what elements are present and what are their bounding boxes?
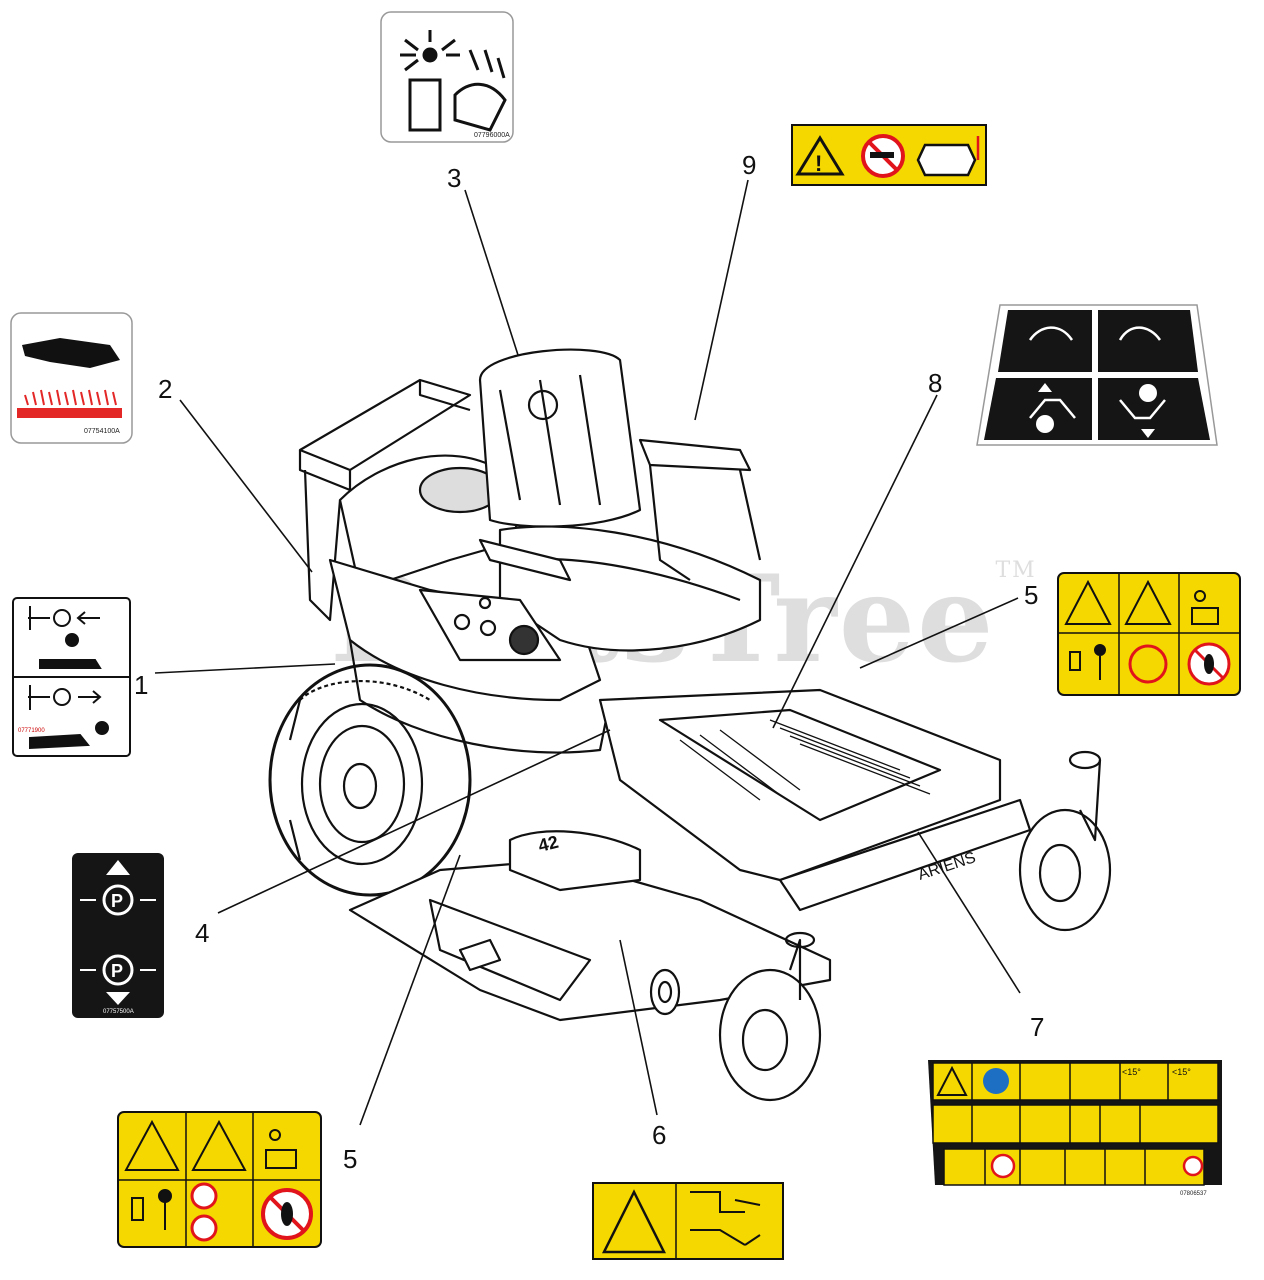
leader-line-9: [694, 179, 749, 421]
decal-safety-wide: <15° <15° 07806537: [928, 1060, 1222, 1197]
decal-hot-code: 07754100A: [84, 428, 120, 435]
mower-illustration: [268, 348, 1112, 1102]
frame-front: [598, 688, 1032, 912]
callout-1: 1: [134, 670, 149, 700]
decal-steering: [976, 304, 1218, 446]
heat-waves-icon: [24, 389, 117, 406]
warning-icon-wide: [936, 1065, 968, 1096]
leader-line-2: [179, 399, 313, 573]
warning-triangle-icon: [795, 135, 845, 176]
deck-size-badge: 42: [536, 832, 560, 856]
decal-fuel-warning: !: [791, 124, 987, 186]
leader-line-7: [917, 831, 1021, 994]
deflector-icon: [690, 1191, 761, 1246]
anti-scalp-roller: [649, 968, 681, 1016]
slope-limit-b: <15°: [1172, 1067, 1191, 1077]
decal-park-brake: P P 07757500A: [72, 853, 164, 1018]
callout-7: 7: [1030, 1012, 1045, 1042]
leader-line-8: [772, 394, 938, 729]
callout-6: 6: [652, 1120, 667, 1150]
leader-line-4: [217, 729, 611, 914]
explosion-icon: [400, 30, 507, 132]
thrown-object-icon: [601, 1189, 667, 1254]
decal-safety-wide-code: 07806537: [1180, 1191, 1207, 1197]
svg-text:P: P: [111, 961, 123, 981]
reverse-icon: [1119, 399, 1166, 420]
callout-5-left: 5: [343, 1144, 358, 1174]
caster-wheels: [718, 750, 1112, 1102]
decal-hot-surface: 07754100A: [10, 312, 133, 444]
leader-lines: [154, 179, 1021, 1126]
slope-limit-a: <15°: [1122, 1067, 1141, 1077]
decal-safety-grid-right: [1057, 572, 1241, 696]
decal-controls-code: 07771900: [18, 728, 45, 734]
console: [418, 588, 562, 662]
mower-deck: [348, 830, 832, 1022]
decal-explosion-code: 07796000A: [474, 132, 510, 139]
forward-icon: [1029, 398, 1076, 419]
seat: [478, 348, 762, 652]
decal-explosion: 07796000A: [380, 11, 514, 143]
leader-line-5b: [359, 854, 461, 1126]
leader-line-3: [464, 189, 519, 356]
callout-8: 8: [928, 368, 943, 398]
decal-controls: 07771900: [12, 597, 131, 757]
watermark-tm: TM: [995, 558, 1037, 583]
callout-5-right: 5: [1024, 580, 1039, 610]
leader-line-6: [619, 939, 658, 1116]
decal-deflector: [592, 1182, 784, 1260]
decal-safety-grid-left: [117, 1111, 322, 1248]
fuel-tank-icon: [916, 143, 977, 177]
svg-text:!: !: [815, 151, 822, 176]
hand-icon: [22, 338, 120, 368]
arm-rests: [478, 438, 762, 582]
read-manual-icon: [983, 1068, 1009, 1094]
decal-park-code: 07757500A: [103, 1009, 134, 1015]
callout-9: 9: [742, 150, 757, 180]
callout-2: 2: [158, 374, 173, 404]
callout-4: 4: [195, 918, 210, 948]
rear-tire: [268, 663, 472, 897]
rops-frame: [298, 378, 472, 622]
callout-3: 3: [447, 163, 462, 193]
turn-right-icon: [1118, 326, 1162, 341]
turn-left-icon: [1028, 326, 1074, 341]
leader-line-1: [154, 663, 336, 674]
leader-line-5a: [859, 597, 1019, 669]
svg-text:P: P: [111, 891, 123, 911]
